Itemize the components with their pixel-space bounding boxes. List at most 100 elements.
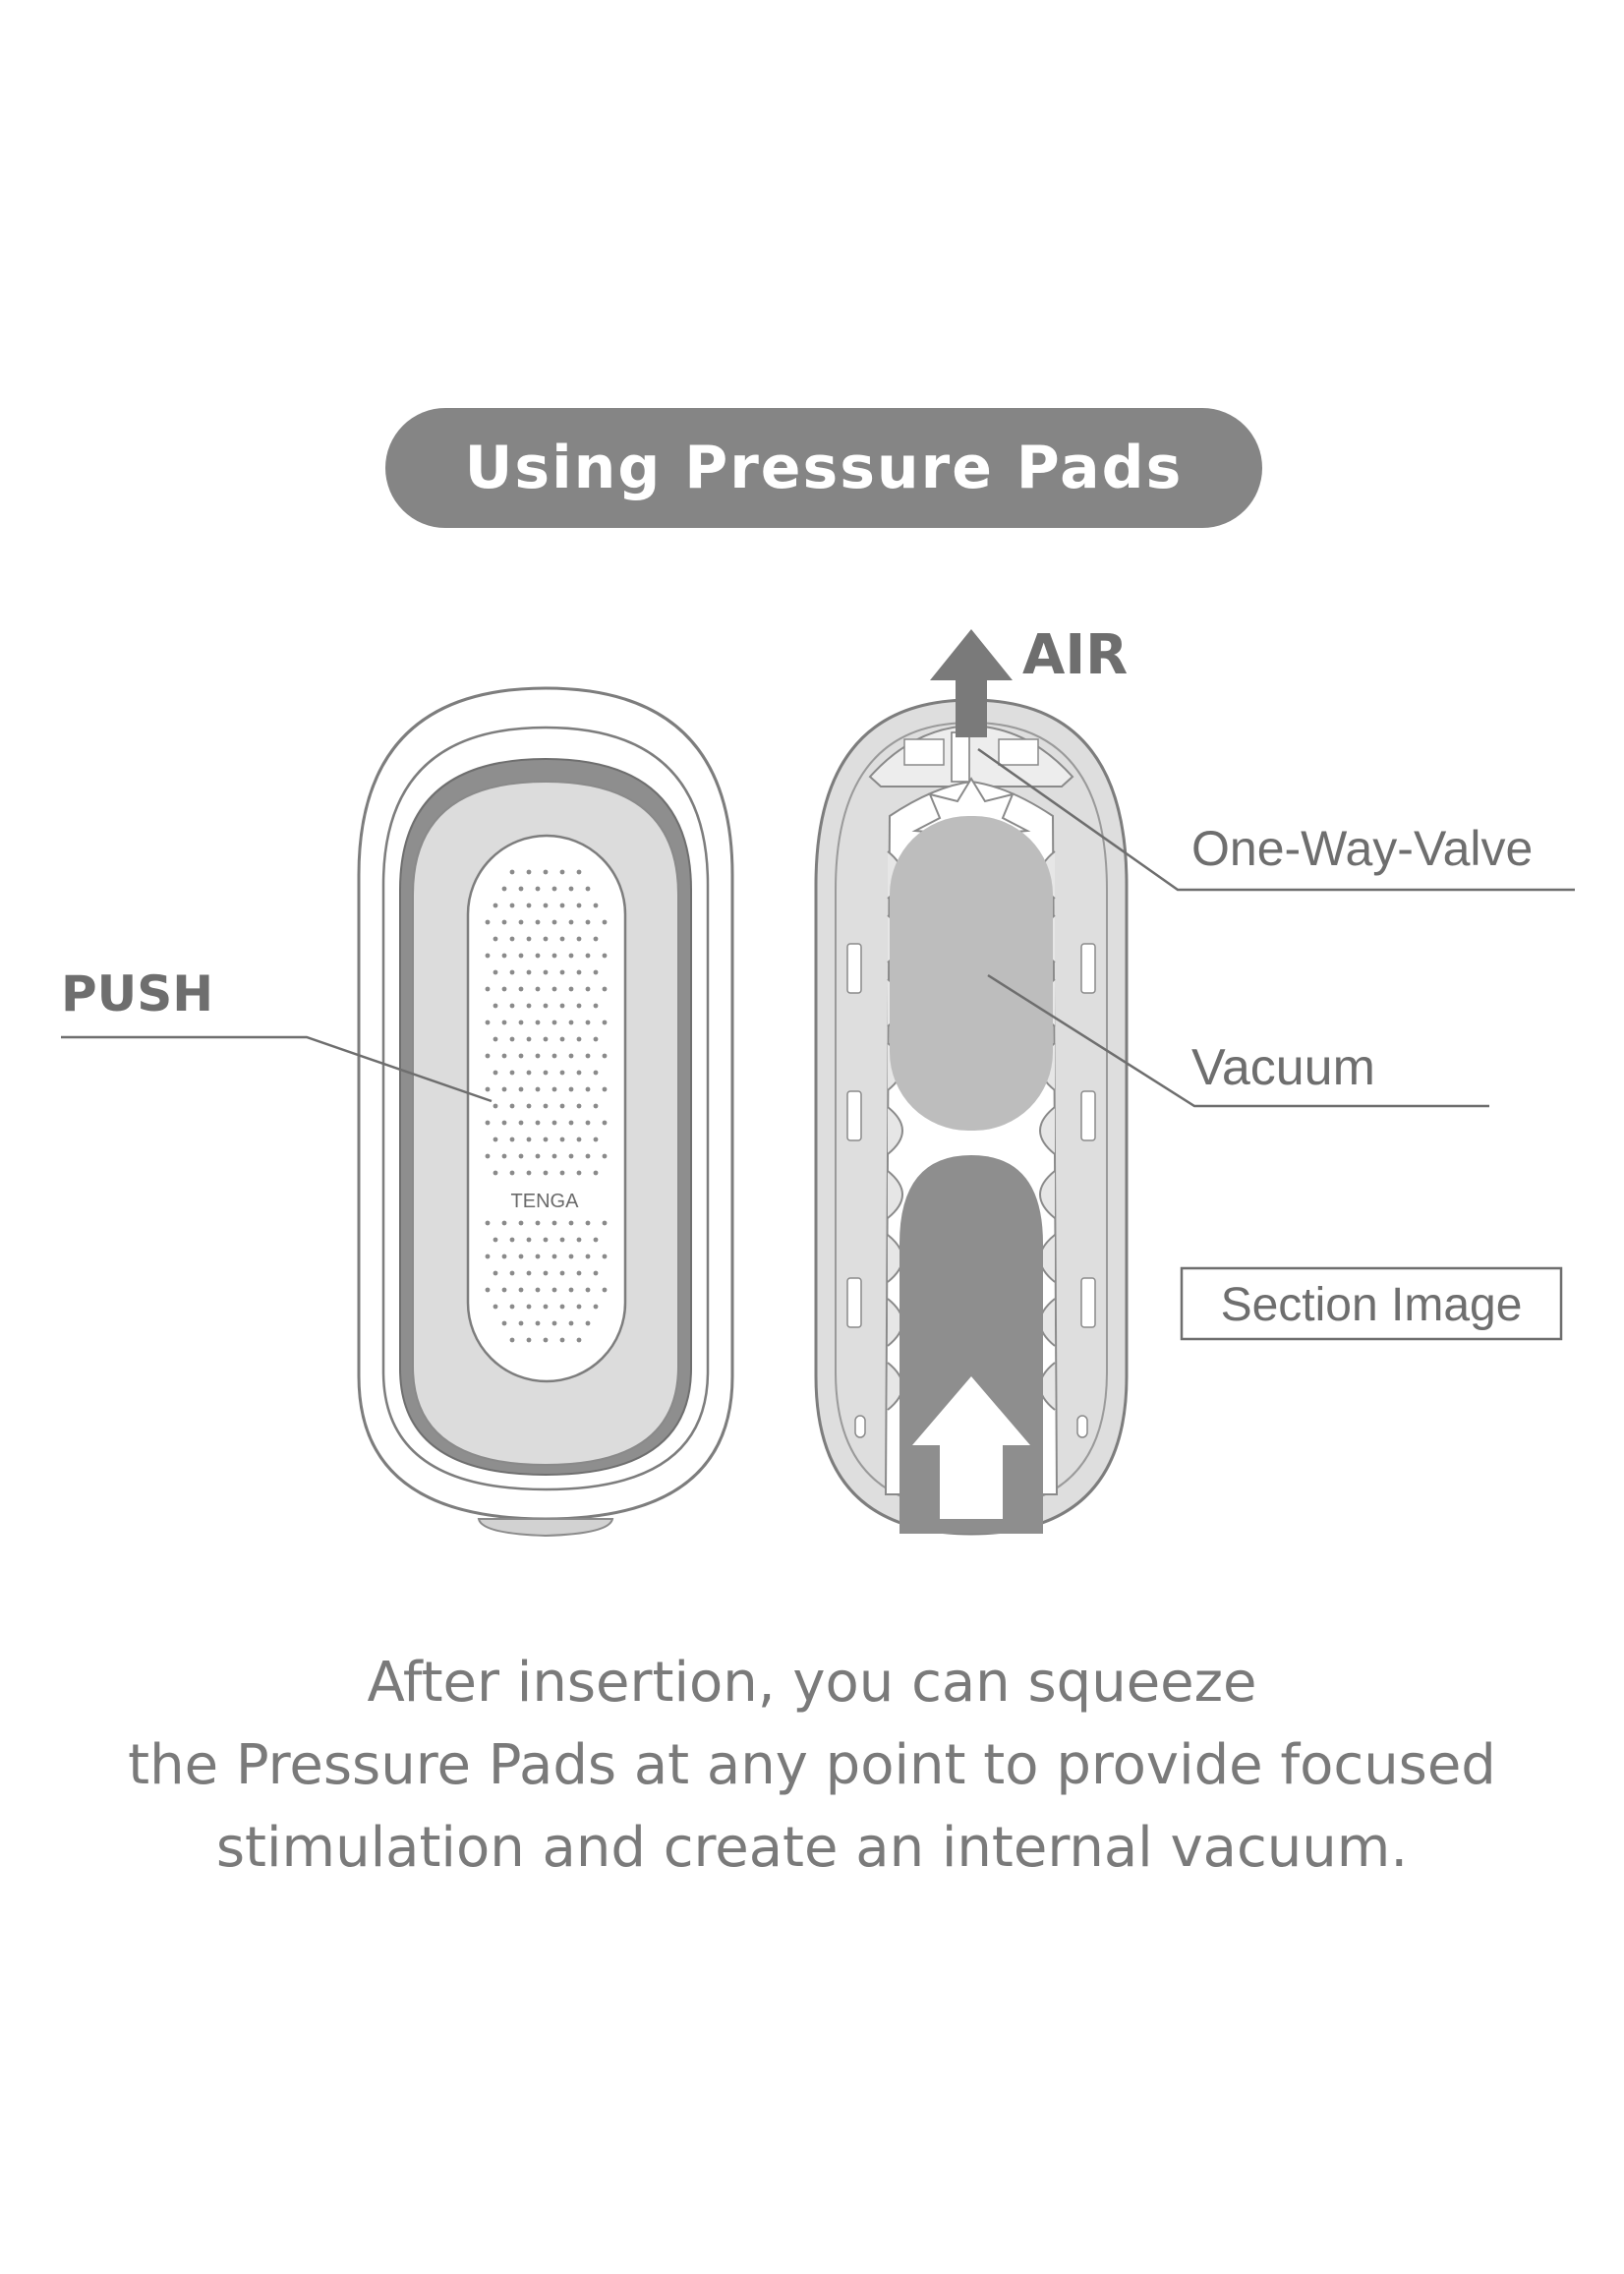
pad-dot (518, 1053, 524, 1059)
pad-dot (501, 986, 507, 992)
pad-dot (526, 1003, 532, 1009)
pad-dot (568, 1220, 574, 1226)
pad-dot (585, 1020, 591, 1025)
pad-dot (518, 1287, 524, 1293)
pad-dot (602, 1020, 608, 1025)
pad-dot (559, 1103, 565, 1109)
pad-dot (585, 919, 591, 925)
pad-dot (551, 1287, 557, 1293)
pad-dot (568, 1320, 574, 1326)
pad-dot (535, 886, 541, 892)
pad-dot (509, 936, 515, 942)
section-image-label: Section Image (1221, 1279, 1523, 1331)
pad-dot (585, 1086, 591, 1092)
pad-dot (543, 1036, 549, 1042)
pad-dot (602, 1254, 608, 1259)
pad-dot (543, 969, 549, 975)
pad-dot (518, 1020, 524, 1025)
pad-dot (559, 903, 565, 908)
pad-dot (585, 1220, 591, 1226)
pad-dot (535, 1153, 541, 1159)
pad-dot (602, 1287, 608, 1293)
pad-dot (576, 1103, 582, 1109)
pad-dot (501, 919, 507, 925)
pad-dot (493, 1304, 498, 1310)
pad-dot (509, 869, 515, 875)
pad-dot (593, 1304, 599, 1310)
pad-dot (485, 1086, 491, 1092)
pad-dot (518, 1153, 524, 1159)
pad-dot (526, 969, 532, 975)
insertion-arrow-icon (912, 1376, 1030, 1519)
pad-dot (551, 886, 557, 892)
caption-line-3: stimulation and create an internal vacuu… (215, 1816, 1409, 1880)
pad-dot (568, 953, 574, 959)
pad-dot (585, 1153, 591, 1159)
pad-dot (526, 1337, 532, 1343)
pad-dot (509, 1304, 515, 1310)
pad-dot (509, 1003, 515, 1009)
pad-dot (568, 1053, 574, 1059)
pad-dot (543, 1003, 549, 1009)
pad-dot (518, 953, 524, 959)
pad-dot (518, 919, 524, 925)
pad-dot (559, 1270, 565, 1276)
pad-dot (568, 986, 574, 992)
pad-dot (543, 1304, 549, 1310)
pad-dot (543, 869, 549, 875)
sleeve-rib (1039, 1170, 1056, 1219)
pad-dot (509, 1103, 515, 1109)
pad-dot (509, 1137, 515, 1142)
air-arrow-icon (930, 629, 1013, 737)
sleeve-rib (887, 1106, 903, 1155)
pad-dot (602, 1153, 608, 1159)
section-image-box (1180, 1266, 1563, 1341)
pad-dot (526, 1137, 532, 1142)
pad-dot (576, 1137, 582, 1142)
pad-dot (559, 1237, 565, 1243)
pad-dot (509, 1237, 515, 1243)
vacuum-leader (987, 973, 1489, 1108)
pad-dot (535, 919, 541, 925)
device-section-view (814, 629, 1129, 1536)
sleeve-rib (1039, 1106, 1056, 1155)
pad-dot (559, 1070, 565, 1076)
pad-dot (485, 1053, 491, 1059)
pad-dot (576, 1237, 582, 1243)
pad-dot (493, 1070, 498, 1076)
pad-dot (576, 903, 582, 908)
pad-dot (576, 1170, 582, 1176)
pad-dot (602, 919, 608, 925)
pad-dot (485, 1254, 491, 1259)
pad-dot (485, 953, 491, 959)
pad-dot (576, 869, 582, 875)
pad-dot (568, 1153, 574, 1159)
pad-dot (568, 1254, 574, 1259)
one-way-valve-leader (977, 747, 1575, 892)
pad-dot (568, 1086, 574, 1092)
pad-dot (576, 1070, 582, 1076)
pad-dot (518, 1120, 524, 1126)
pad-dot (543, 1237, 549, 1243)
pad-dot (543, 1103, 549, 1109)
pad-dot (593, 969, 599, 975)
pad-dot (559, 936, 565, 942)
pad-dot (551, 1153, 557, 1159)
pad-dot (551, 953, 557, 959)
caption-line-1: After insertion, you can squeeze (367, 1651, 1257, 1715)
pad-dot (509, 969, 515, 975)
pad-dot (576, 936, 582, 942)
pad-dot (509, 1270, 515, 1276)
pad-dot (526, 1170, 532, 1176)
pad-dot (576, 1304, 582, 1310)
pad-dot (485, 1120, 491, 1126)
pad-dot (535, 1287, 541, 1293)
valve-chamber-right (998, 738, 1039, 766)
pad-dot (493, 1103, 498, 1109)
pad-dot (526, 869, 532, 875)
pad-dot (585, 1254, 591, 1259)
pad-dot (501, 1020, 507, 1025)
pad-dot (509, 903, 515, 908)
